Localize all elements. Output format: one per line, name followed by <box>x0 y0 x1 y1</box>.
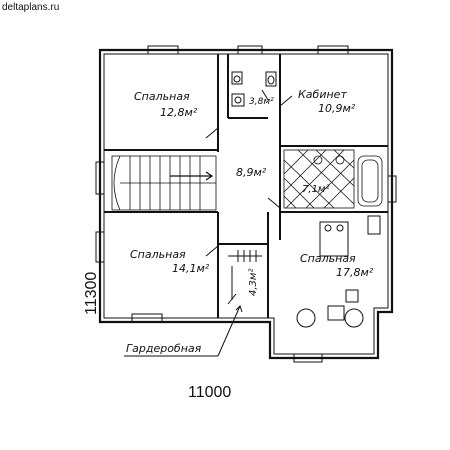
room-area-bedroom2: 14,1м² <box>172 262 210 275</box>
closet-hangers <box>228 250 262 300</box>
room-area-bath1: 3,8м² <box>249 97 274 107</box>
room-area-hall: 8,9м² <box>236 166 267 179</box>
site-watermark: deltaplans.ru <box>2 2 60 13</box>
bathroom-fixtures-top <box>231 71 277 107</box>
doors <box>205 89 293 305</box>
room-area-bath2: 7,1м² <box>302 184 329 195</box>
room-name-study: Кабинет <box>298 88 347 101</box>
callout-label: Гардеробная <box>126 342 202 355</box>
room-area-bedroom1: 12,8м² <box>160 106 198 119</box>
room-name-bedroom2: Спальная <box>130 248 186 261</box>
bathroom-tiles <box>283 149 383 209</box>
interior-walls <box>104 54 388 318</box>
room-area-bedroom3: 17,8м² <box>336 266 374 279</box>
room-name-bedroom3: Спальная <box>300 252 356 265</box>
staircase <box>111 155 217 211</box>
room-area-study: 10,9м² <box>318 102 356 115</box>
dimension-width: 11000 <box>188 384 231 401</box>
windows <box>95 45 397 363</box>
room-area-closet: 4,3м² <box>248 269 259 296</box>
dimension-height: 11300 <box>83 272 100 315</box>
room-name-bedroom1: Спальная <box>134 90 190 103</box>
bedroom-furniture <box>296 215 381 328</box>
closet-callout <box>124 305 243 357</box>
